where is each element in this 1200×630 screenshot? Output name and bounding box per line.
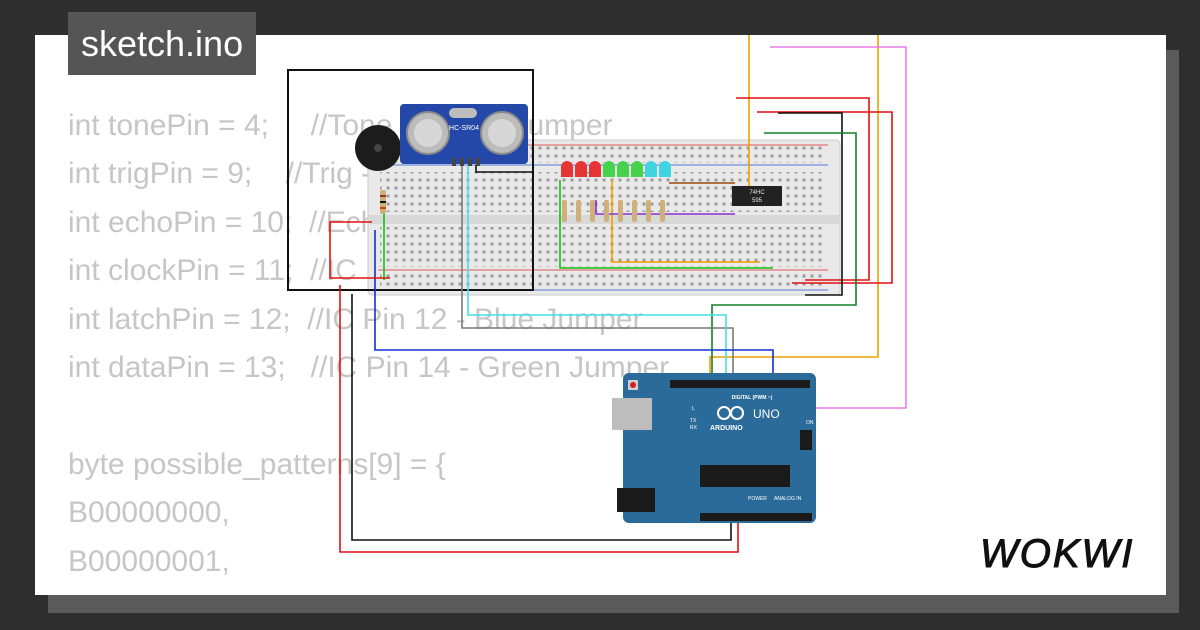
led-row: [561, 161, 671, 177]
code-line: byte possible_patterns[9] = {: [68, 447, 446, 481]
wokwi-logo: WOKWI: [980, 532, 1134, 577]
led-red: [589, 161, 601, 177]
code-line: int latchPin = 12; //IC Pin 12 - Blue Ju…: [68, 302, 643, 336]
code-line: B00000001,: [68, 544, 230, 578]
arduino-brand: ARDUINO: [710, 425, 743, 432]
wires: [329, 35, 907, 553]
tx-label: TX: [690, 418, 697, 424]
buzzer-resistor: [380, 190, 386, 214]
led-green: [617, 161, 629, 177]
code-line: int dataPin = 13; //IC Pin 14 - Green Ju…: [68, 351, 670, 385]
rx-label: RX: [690, 425, 698, 431]
logo-text: WOKWI: [980, 532, 1134, 576]
led-green: [631, 161, 643, 177]
infinity-logo: [717, 406, 744, 420]
buzzer-outline: [287, 69, 534, 291]
led-resistors: [562, 200, 665, 222]
led-red: [561, 161, 573, 177]
ic-label-top: 74HC: [749, 190, 765, 196]
code-line: B00000000,: [68, 496, 230, 530]
code-line: B00000011,: [68, 586, 669, 595]
led-red: [575, 161, 587, 177]
arduino-uno: DIGITAL (PWM ~) UNO ARDUINO ON L TX RX P…: [612, 373, 816, 523]
led-cyan: [645, 161, 657, 177]
file-title: sketch.ino: [68, 12, 257, 75]
led-green: [603, 161, 615, 177]
on-label: ON: [806, 420, 814, 426]
buzzer: [355, 125, 401, 171]
digital-header-label: DIGITAL (PWM ~): [732, 395, 773, 401]
analog-label: ANALOG IN: [774, 496, 802, 502]
led-cyan: [659, 161, 671, 177]
ic-label-bottom: 595: [752, 198, 763, 204]
sensor-label: HC-SR04: [449, 125, 479, 132]
ultrasonic-sensor: HC-SR04: [400, 104, 528, 166]
l-label: L: [692, 406, 695, 412]
shift-register-ic: 74HC 595: [732, 186, 782, 206]
arduino-model: UNO: [753, 407, 780, 421]
power-label: POWER: [748, 496, 767, 502]
